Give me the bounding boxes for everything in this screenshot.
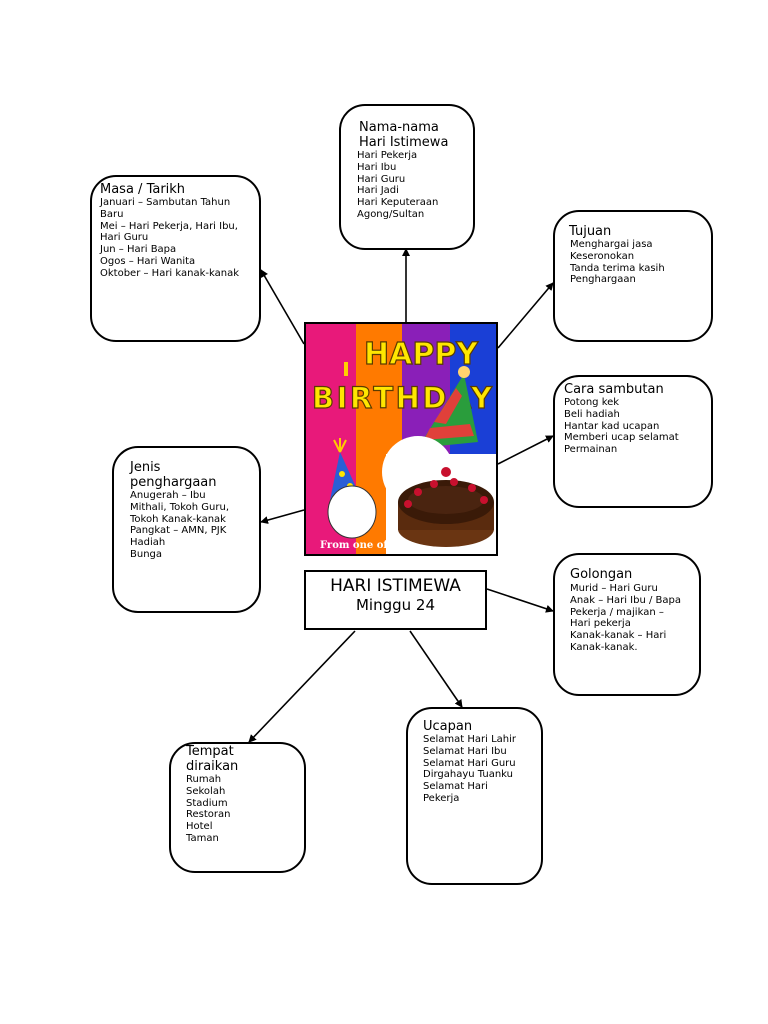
list-item: Hari Pekerja (357, 150, 418, 161)
list-item: Rumah (186, 774, 222, 785)
party-hat-icon (418, 366, 478, 448)
list-item: Selamat Hari Ibu (423, 745, 507, 757)
list-item: Anugerah – Ibu Mithali, Tokoh Guru, Toko… (130, 490, 230, 525)
arrow-to-golongan (486, 588, 554, 613)
list-item: Hari Jadi (357, 185, 399, 197)
list-item: Mei – Hari Pekerja, Hari Ibu, Hari Guru (100, 220, 238, 244)
list-item: Ogos – Hari Wanita (100, 255, 196, 267)
list-item: Murid – Hari Guru (570, 583, 658, 594)
list-item: Hotel (186, 821, 213, 833)
image-caption: From one of yo (320, 540, 404, 551)
list-item: Tanda terima kasih (570, 262, 665, 274)
arrow-to-tempat (248, 630, 356, 743)
box-title: Jenis penghargaan (130, 460, 217, 490)
box-title: Tujuan (569, 224, 612, 239)
list-item: Selamat Hari Lahir (423, 734, 517, 745)
happy-text: HAPPY (364, 337, 479, 372)
list-item: Kanak-kanak – Hari Kanak-kanak. (570, 630, 667, 653)
box-title: Nama-nama Hari Istimewa (359, 120, 449, 150)
box-list: Januari – Sambutan Tahun Baru Mei – Hari… (100, 197, 251, 280)
box-golongan: Golongan Murid – Hari Guru Anak – Hari I… (553, 553, 701, 696)
list-item: Oktober – Hari kanak-kanak (100, 267, 239, 279)
box-title: Cara sambutan (564, 382, 664, 397)
list-item: Januari – Sambutan Tahun Baru (100, 197, 231, 220)
list-item: Potong kek (564, 397, 620, 408)
list-item: Hadiah (130, 537, 166, 549)
list-item: Keseronokan (570, 250, 635, 262)
list-item: Pangkat – AMN, PJK (130, 525, 227, 537)
list-item: Restoran (186, 809, 231, 821)
list-item: Selamat Hari Pekerja (423, 781, 488, 804)
box-title: Tempat diraikan (186, 744, 239, 774)
list-item: Stadium (186, 797, 228, 809)
box-list: Anugerah – Ibu Mithali, Tokoh Guru, Toko… (130, 490, 238, 561)
list-item: Taman (186, 832, 219, 844)
arrow-to-jenis (260, 509, 305, 524)
box-tempat-diraikan: Tempat diraikan Rumah Sekolah Stadium Re… (169, 742, 306, 873)
list-item: Penghargaan (570, 274, 636, 286)
box-masa-tarikh: Masa / Tarikh Januari – Sambutan Tahun B… (90, 175, 261, 342)
list-item: Hari Guru (357, 173, 406, 185)
center-subtitle: Minggu 24 (355, 596, 436, 614)
list-item: Hari Ibu (357, 161, 397, 173)
list-item: Jun – Hari Bapa (100, 244, 177, 256)
list-item: Hari Keputeraan Agong/Sultan (357, 197, 439, 220)
box-list: Potong kek Beli hadiah Hantar kad ucapan… (564, 397, 705, 456)
birthday-picture: HAPPY BIRTHDAY (304, 322, 498, 556)
arrow-to-ucapan (409, 630, 463, 708)
box-list: Menghargai jasa Keseronokan Tanda terima… (569, 239, 703, 286)
box-list: Rumah Sekolah Stadium Restoran Hotel Tam… (186, 774, 296, 845)
list-item: Pekerja / majikan – Hari pekerja (570, 606, 664, 630)
box-jenis-penghargaan: Jenis penghargaan Anugerah – Ibu Mithali… (112, 446, 261, 613)
box-list: Selamat Hari Lahir Selamat Hari Ibu Sela… (423, 734, 523, 805)
center-title-box: HARI ISTIMEWA Minggu 24 (304, 570, 487, 630)
cake-icon (386, 454, 496, 554)
arrow-to-tujuan (497, 282, 554, 349)
box-cara-sambutan: Cara sambutan Potong kek Beli hadiah Han… (553, 375, 713, 508)
center-title: HARI ISTIMEWA (330, 576, 461, 596)
arrow-to-masa (260, 269, 305, 345)
box-nama-hari-istimewa: Nama-nama Hari Istimewa Hari Pekerja Har… (339, 104, 475, 250)
box-tujuan: Tujuan Menghargai jasa Keseronokan Tanda… (553, 210, 713, 342)
list-item: Sekolah (186, 785, 226, 797)
box-list: Hari Pekerja Hari Ibu Hari Guru Hari Jad… (357, 150, 463, 221)
list-item: Selamat Hari Guru (423, 757, 516, 769)
list-item: Hantar kad ucapan (564, 420, 660, 432)
list-item: Memberi ucap selamat (564, 432, 679, 444)
candle-icon (344, 362, 348, 376)
box-ucapan: Ucapan Selamat Hari Lahir Selamat Hari I… (406, 707, 543, 885)
box-title: Ucapan (423, 719, 473, 734)
list-item: Bunga (130, 548, 163, 560)
list-item: Dirgahayu Tuanku (423, 769, 514, 781)
box-title: Masa / Tarikh (100, 182, 186, 197)
arrow-to-cara (497, 435, 554, 465)
birthday-illustration: HAPPY BIRTHDAY (306, 324, 496, 554)
list-item: Permainan (564, 444, 618, 456)
list-item: Menghargai jasa (570, 239, 653, 250)
list-item: Beli hadiah (564, 408, 620, 420)
box-list: Murid – Hari Guru Anak – Hari Ibu / Bapa… (570, 583, 692, 654)
list-item: Anak – Hari Ibu / Bapa (570, 594, 681, 606)
box-title: Golongan (570, 567, 633, 582)
